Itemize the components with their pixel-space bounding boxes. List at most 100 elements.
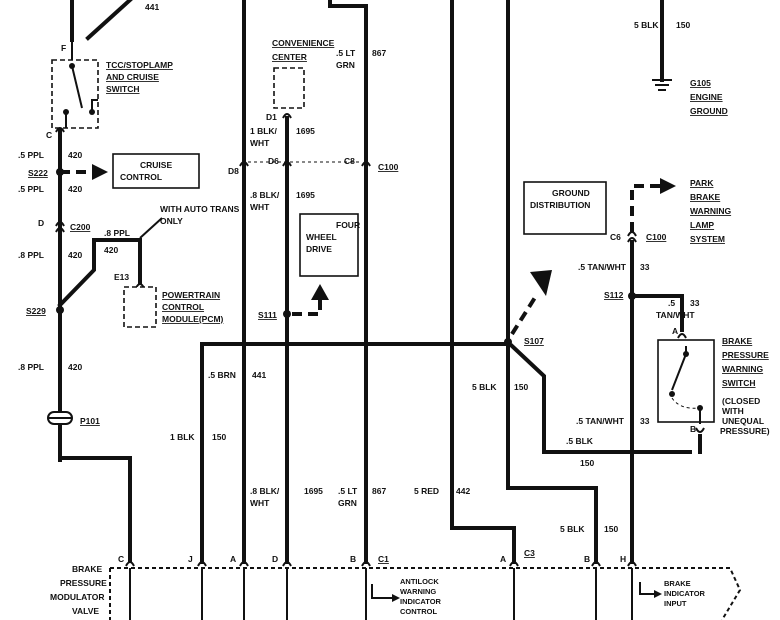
fwd-label-1: FOUR xyxy=(336,220,360,230)
pcm-label-1: POWERTRAIN xyxy=(162,290,220,300)
wire-442-gauge: 5 RED xyxy=(414,486,439,496)
wire-150-right-circuit: 150 xyxy=(580,458,594,468)
pin-h-socket xyxy=(627,561,637,567)
tcc-switch-box xyxy=(51,59,99,129)
pin-a2: A xyxy=(500,554,506,564)
antilock-1: ANTILOCK xyxy=(400,577,439,586)
pin-j-socket xyxy=(197,561,207,567)
pin-d: D xyxy=(272,554,278,564)
wire-867-gauge1: .5 LT xyxy=(336,48,356,58)
c6-connector-bottom xyxy=(627,237,637,243)
red-wire-group: 5 RED 442 xyxy=(414,0,516,564)
park-brake-1: PARK xyxy=(690,178,714,188)
ground-dist-1: GROUND xyxy=(552,188,590,198)
brake-indicator-1: BRAKE xyxy=(664,579,691,588)
antilock-2: WARNING xyxy=(400,587,436,596)
pin-d8: D8 xyxy=(228,166,239,176)
park-brake-4: LAMP xyxy=(690,220,714,230)
four-wheel-drive-box xyxy=(299,213,359,277)
pin-d-socket xyxy=(282,561,292,567)
auto-trans-line-1: WITH AUTO TRANS xyxy=(160,204,240,214)
wire-33b-gauge: .5 TAN/WHT xyxy=(576,416,625,426)
s111-arrowhead xyxy=(311,284,329,300)
conv-center-connector xyxy=(282,113,292,119)
wire-1695-gauge2: WHT xyxy=(250,138,270,148)
module-name-1: BRAKE xyxy=(72,564,103,574)
pin-a2-socket xyxy=(509,561,519,567)
switch-connector-a xyxy=(677,333,687,339)
pin-c: C xyxy=(118,554,124,564)
wire-867b-circuit: 867 xyxy=(372,486,386,496)
c200-name: C200 xyxy=(70,222,91,232)
fwd-label-3: DRIVE xyxy=(306,244,332,254)
wire-33s-gauge1: .5 xyxy=(668,298,675,308)
wire-33b-circuit: 33 xyxy=(640,416,650,426)
switch-connector-b xyxy=(695,427,705,433)
brake-switch-8: PRESSURE) xyxy=(720,426,770,436)
pin-b-socket xyxy=(361,561,371,567)
antilock-4: CONTROL xyxy=(400,607,437,616)
ground-distribution-box xyxy=(523,181,607,235)
wire-150-bottom-circuit: 150 xyxy=(604,524,618,534)
pin-c-socket xyxy=(125,561,135,567)
c200-connector-top xyxy=(55,221,65,227)
pin-b2: B xyxy=(584,554,590,564)
splice-s229: S229 xyxy=(26,306,46,316)
brake-switch-contact-a xyxy=(669,391,675,397)
wire-150-bottom-gauge: 5 BLK xyxy=(560,524,585,534)
tcc-switch-arm xyxy=(71,65,83,109)
c6-connector-top xyxy=(627,231,637,237)
switch-pin-a: A xyxy=(672,326,678,336)
conv-center-1: CONVENIENCE xyxy=(272,38,335,48)
wire-150-down xyxy=(506,342,598,564)
brake-switch-3: WARNING xyxy=(722,364,763,374)
wire-blk150-gauge: 1 BLK xyxy=(170,432,195,442)
tcc-switch-group: 441 F TCC/STOPLAMP AND CRUISE SWITCH C xyxy=(46,0,173,140)
g105-label: G105 xyxy=(690,78,711,88)
wire-150-to-switch xyxy=(509,343,692,454)
cruise-arrowhead xyxy=(92,164,108,180)
tcc-label-2: AND CRUISE xyxy=(106,72,159,82)
antilock-3: INDICATOR xyxy=(400,597,442,606)
pin-b2-socket xyxy=(591,561,601,567)
pin-a: A xyxy=(230,554,236,564)
c200-pin: D xyxy=(38,218,44,228)
park-brake-arrowhead xyxy=(660,178,676,194)
wire-ppl-gauge-1: .5 PPL xyxy=(18,150,44,160)
tcc-label-3: SWITCH xyxy=(106,84,140,94)
brake-switch-2: PRESSURE xyxy=(722,350,769,360)
wire-1695b-gauge1: .8 BLK/ xyxy=(250,190,280,200)
ground-symbol xyxy=(652,79,672,91)
wire-1695c-gauge2: WHT xyxy=(250,498,270,508)
antilock-arrowhead xyxy=(392,594,400,602)
wire-brn-circuit: 441 xyxy=(252,370,266,380)
wire-150-horizontal xyxy=(200,342,510,564)
brake-indicator-arrowhead xyxy=(654,590,662,598)
antilock-arrow-shaft xyxy=(371,584,392,599)
brake-switch-4: SWITCH xyxy=(722,378,756,388)
park-brake-2: BRAKE xyxy=(690,192,721,202)
wire-150-mid-circuit: 150 xyxy=(514,382,528,392)
wire-ppl8c-circuit: 420 xyxy=(68,362,82,372)
s107-arrowhead xyxy=(530,270,552,296)
park-brake-dash xyxy=(630,184,660,232)
cruise-wiring: .5 PPL 420 S222 CRUISE CONTROL .5 PPL 42… xyxy=(18,128,240,562)
wire-1695-gauge1: 1 BLK/ xyxy=(250,126,278,136)
wire-1695-circuit: 1695 xyxy=(296,126,315,136)
wire-867-gauge2: GRN xyxy=(336,60,355,70)
g105-engine: ENGINE xyxy=(690,92,723,102)
lt-grn-group: .5 LT GRN 867 .5 LT GRN 867 xyxy=(328,0,386,564)
splice-s222: S222 xyxy=(28,168,48,178)
tcc-pin-f: F xyxy=(61,43,66,53)
conv-center-2: CENTER xyxy=(272,52,307,62)
switch-pin-b: B xyxy=(690,424,696,434)
auto-trans-line-2: ONLY xyxy=(160,216,183,226)
wire-867b-gauge1: .5 LT xyxy=(338,486,358,496)
wire-brn-gauge: .5 BRN xyxy=(208,370,236,380)
pin-h: H xyxy=(620,554,626,564)
cruise-control-box xyxy=(112,153,200,189)
wire-420-to-module xyxy=(58,456,132,562)
splice-s229-dot xyxy=(56,306,64,314)
wire-867b-circuit-2: GRN xyxy=(338,498,357,508)
